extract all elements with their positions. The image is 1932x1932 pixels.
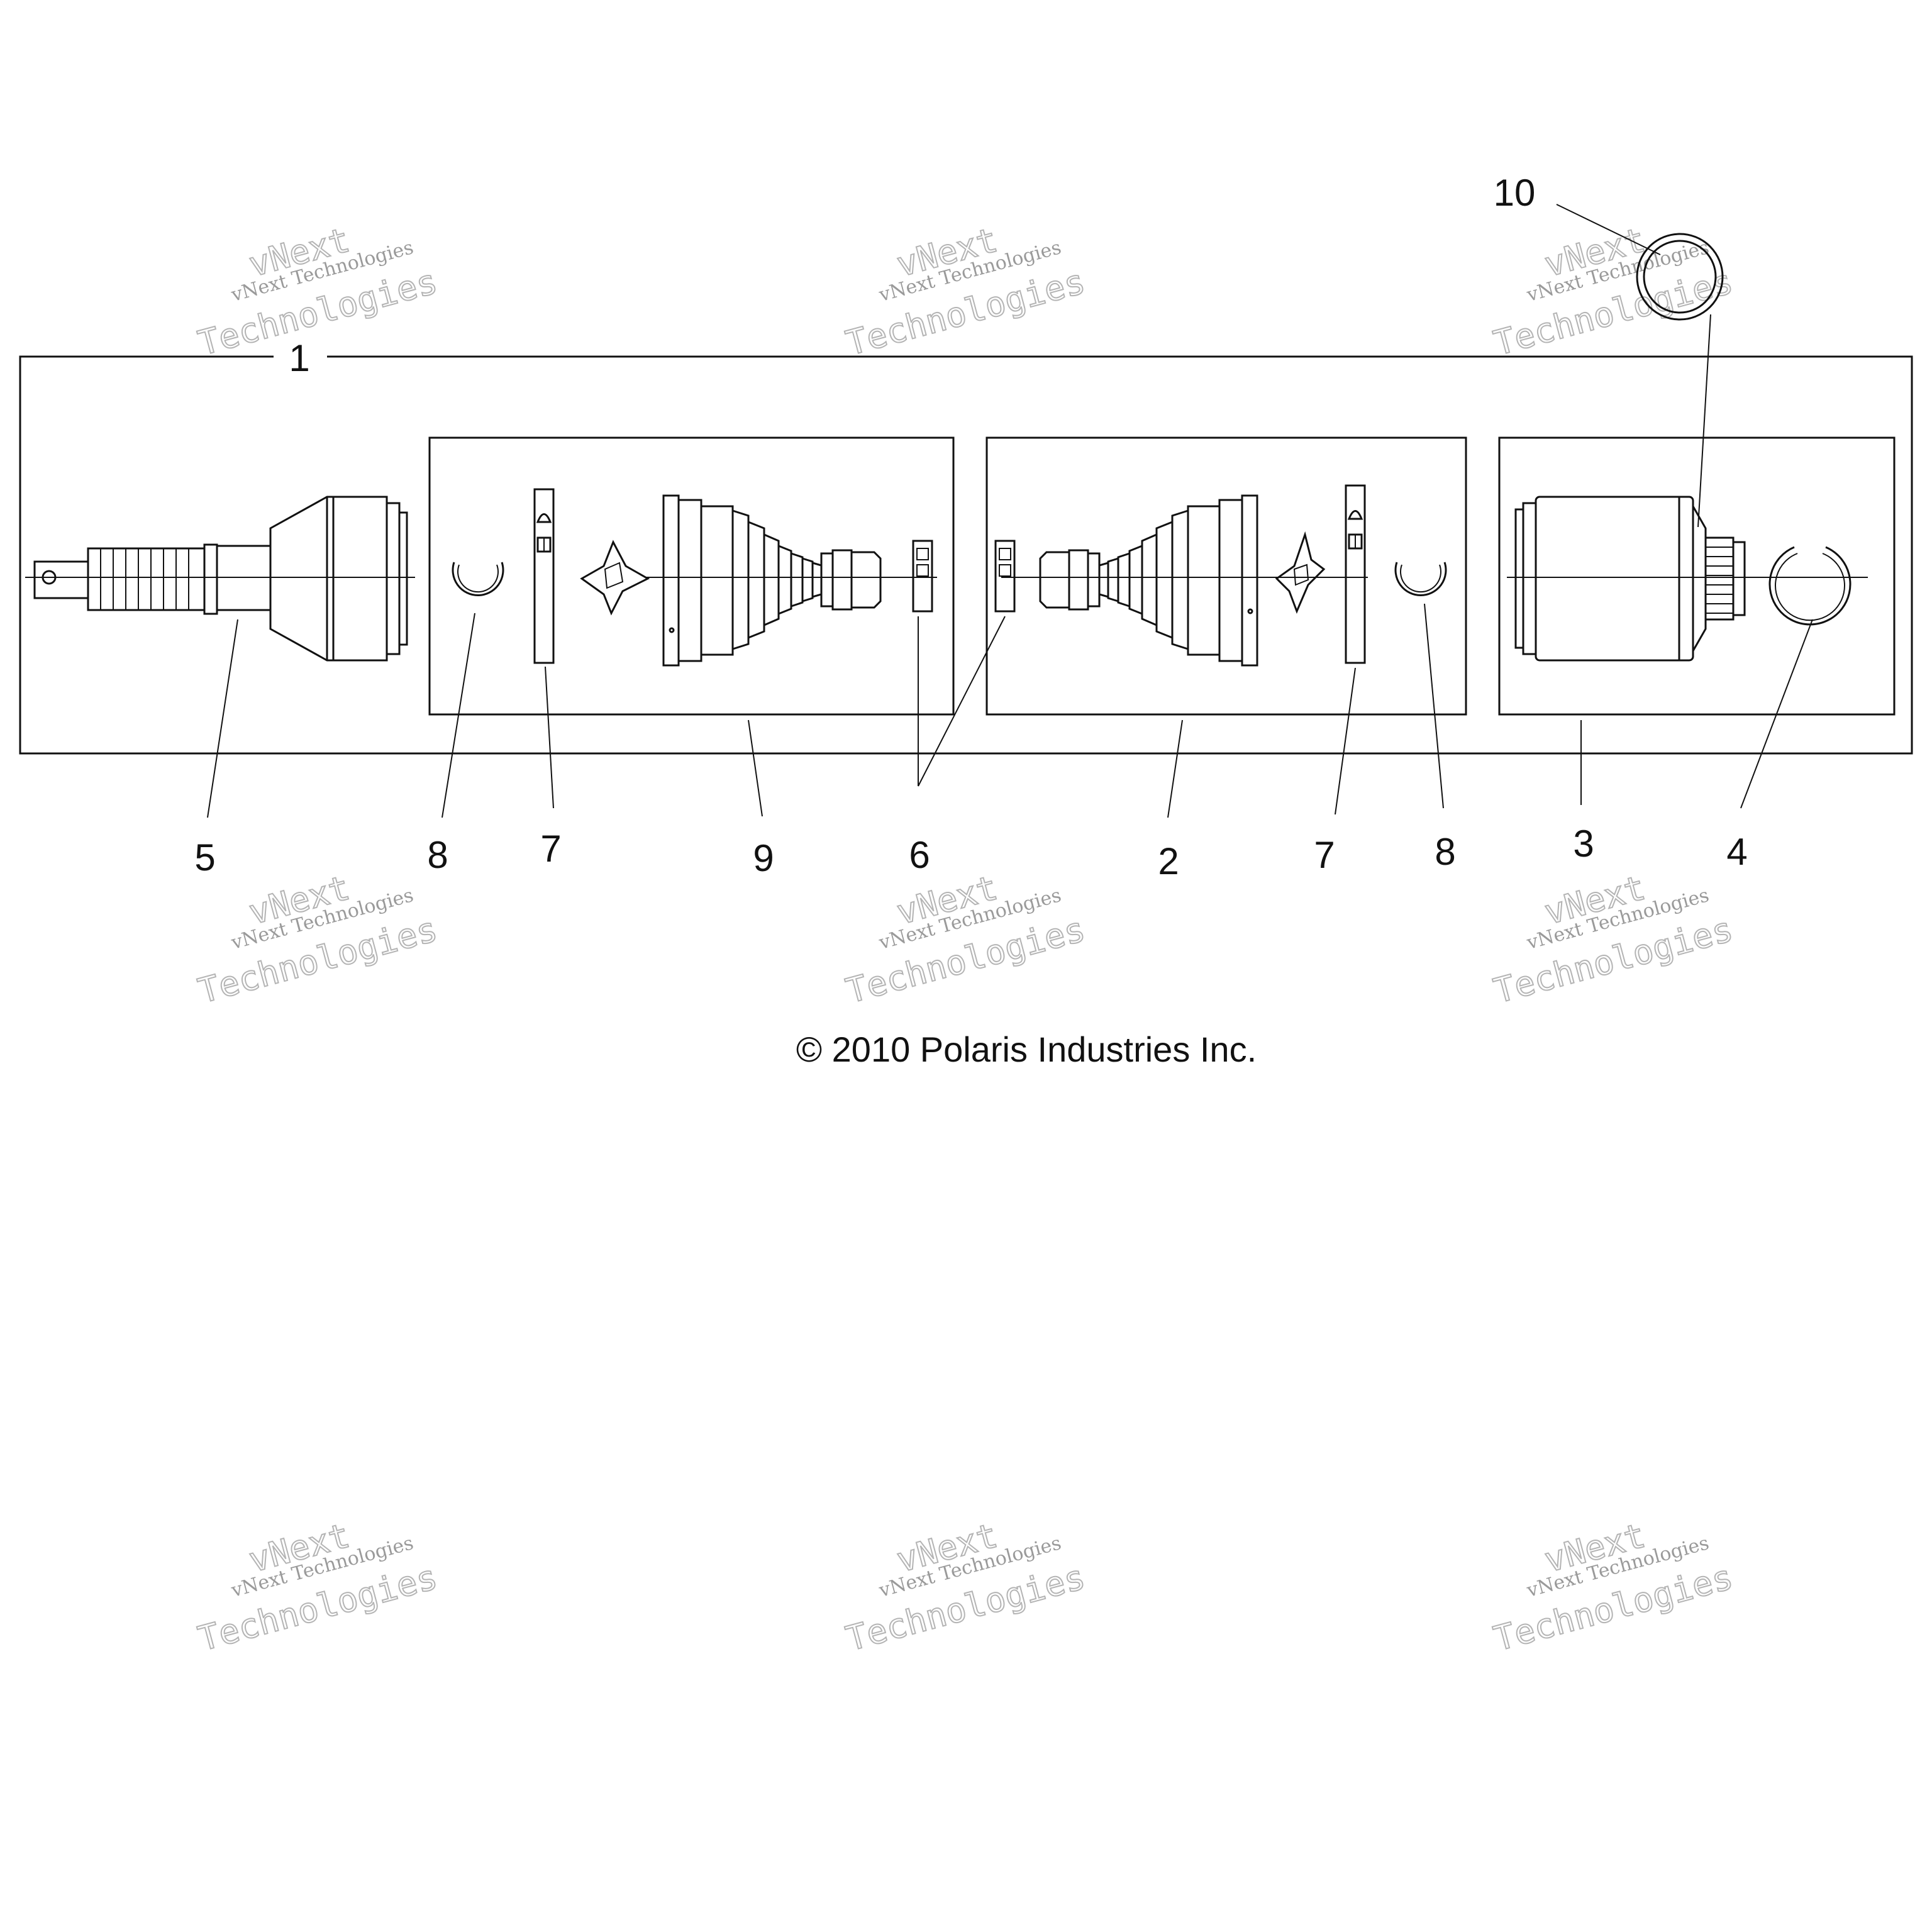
watermark: vNext vNext Technologies Technologies (841, 1515, 1090, 1660)
boot-clamp-large-right (1345, 484, 1366, 664)
grease-packet-right (1275, 531, 1326, 614)
callout-2: 2 (1158, 840, 1179, 882)
copyright-notice: © 2010 Polaris Industries Inc. (796, 1030, 1257, 1069)
callout-3: 3 (1573, 823, 1594, 865)
grease-packet-left-mark (604, 562, 624, 589)
cv-boot-outer (662, 494, 882, 667)
watermarks: vNext vNext Technologies Technologies vN… (194, 219, 1738, 1660)
watermark: vNext vNext Technologies Technologies (1489, 1515, 1738, 1660)
snap-ring (1768, 546, 1852, 626)
inner-cv-joint (1514, 496, 1746, 662)
assembly-box (19, 355, 1913, 755)
callout-6: 6 (909, 834, 930, 876)
watermark: vNext vNext Technologies Technologies (1489, 867, 1738, 1012)
callout-1: 1 (289, 337, 309, 379)
boot-clamp-small-left (912, 540, 933, 613)
callout-8-right: 8 (1435, 831, 1455, 873)
snap-ring-inner (1775, 553, 1845, 621)
watermark: vNext vNext Technologies Technologies (841, 219, 1090, 364)
circlip-left (452, 562, 504, 596)
seal-ring (1636, 233, 1724, 321)
inner-joint-box (1498, 436, 1896, 716)
cv-boot-inner (1039, 494, 1258, 667)
watermark: vNext vNext Technologies Technologies (194, 1515, 442, 1660)
callout-8-left: 8 (427, 834, 448, 876)
callout-9: 9 (753, 837, 774, 879)
watermark: vNext vNext Technologies Technologies (841, 867, 1090, 1012)
callout-7-left: 7 (540, 828, 561, 870)
boot-clamp-small-right (994, 540, 1016, 613)
watermark: vNext vNext Technologies Technologies (1489, 219, 1738, 364)
boot-kit-box-inner (985, 436, 1467, 716)
callouts: 1 2 3 4 5 6 7 7 8 8 9 10 (194, 172, 1747, 882)
boot-clamp-large-left (533, 488, 555, 664)
grease-packet-left (580, 540, 650, 616)
callout-10: 10 (1494, 172, 1536, 214)
callout-4: 4 (1726, 831, 1747, 873)
circlip-right-inner (1400, 564, 1441, 593)
circlip-left-inner (457, 564, 499, 593)
callout-5: 5 (194, 836, 215, 879)
grease-packet-right-mark (1293, 564, 1309, 586)
seal-ring-inner (1643, 240, 1717, 314)
boot-kit-box-outer (428, 436, 955, 716)
callout-7-right: 7 (1314, 834, 1335, 876)
circlip-right (1394, 562, 1447, 596)
watermark: vNext vNext Technologies Technologies (194, 867, 442, 1012)
outer-cv-joint (33, 496, 408, 662)
leader-lines (207, 204, 1813, 818)
